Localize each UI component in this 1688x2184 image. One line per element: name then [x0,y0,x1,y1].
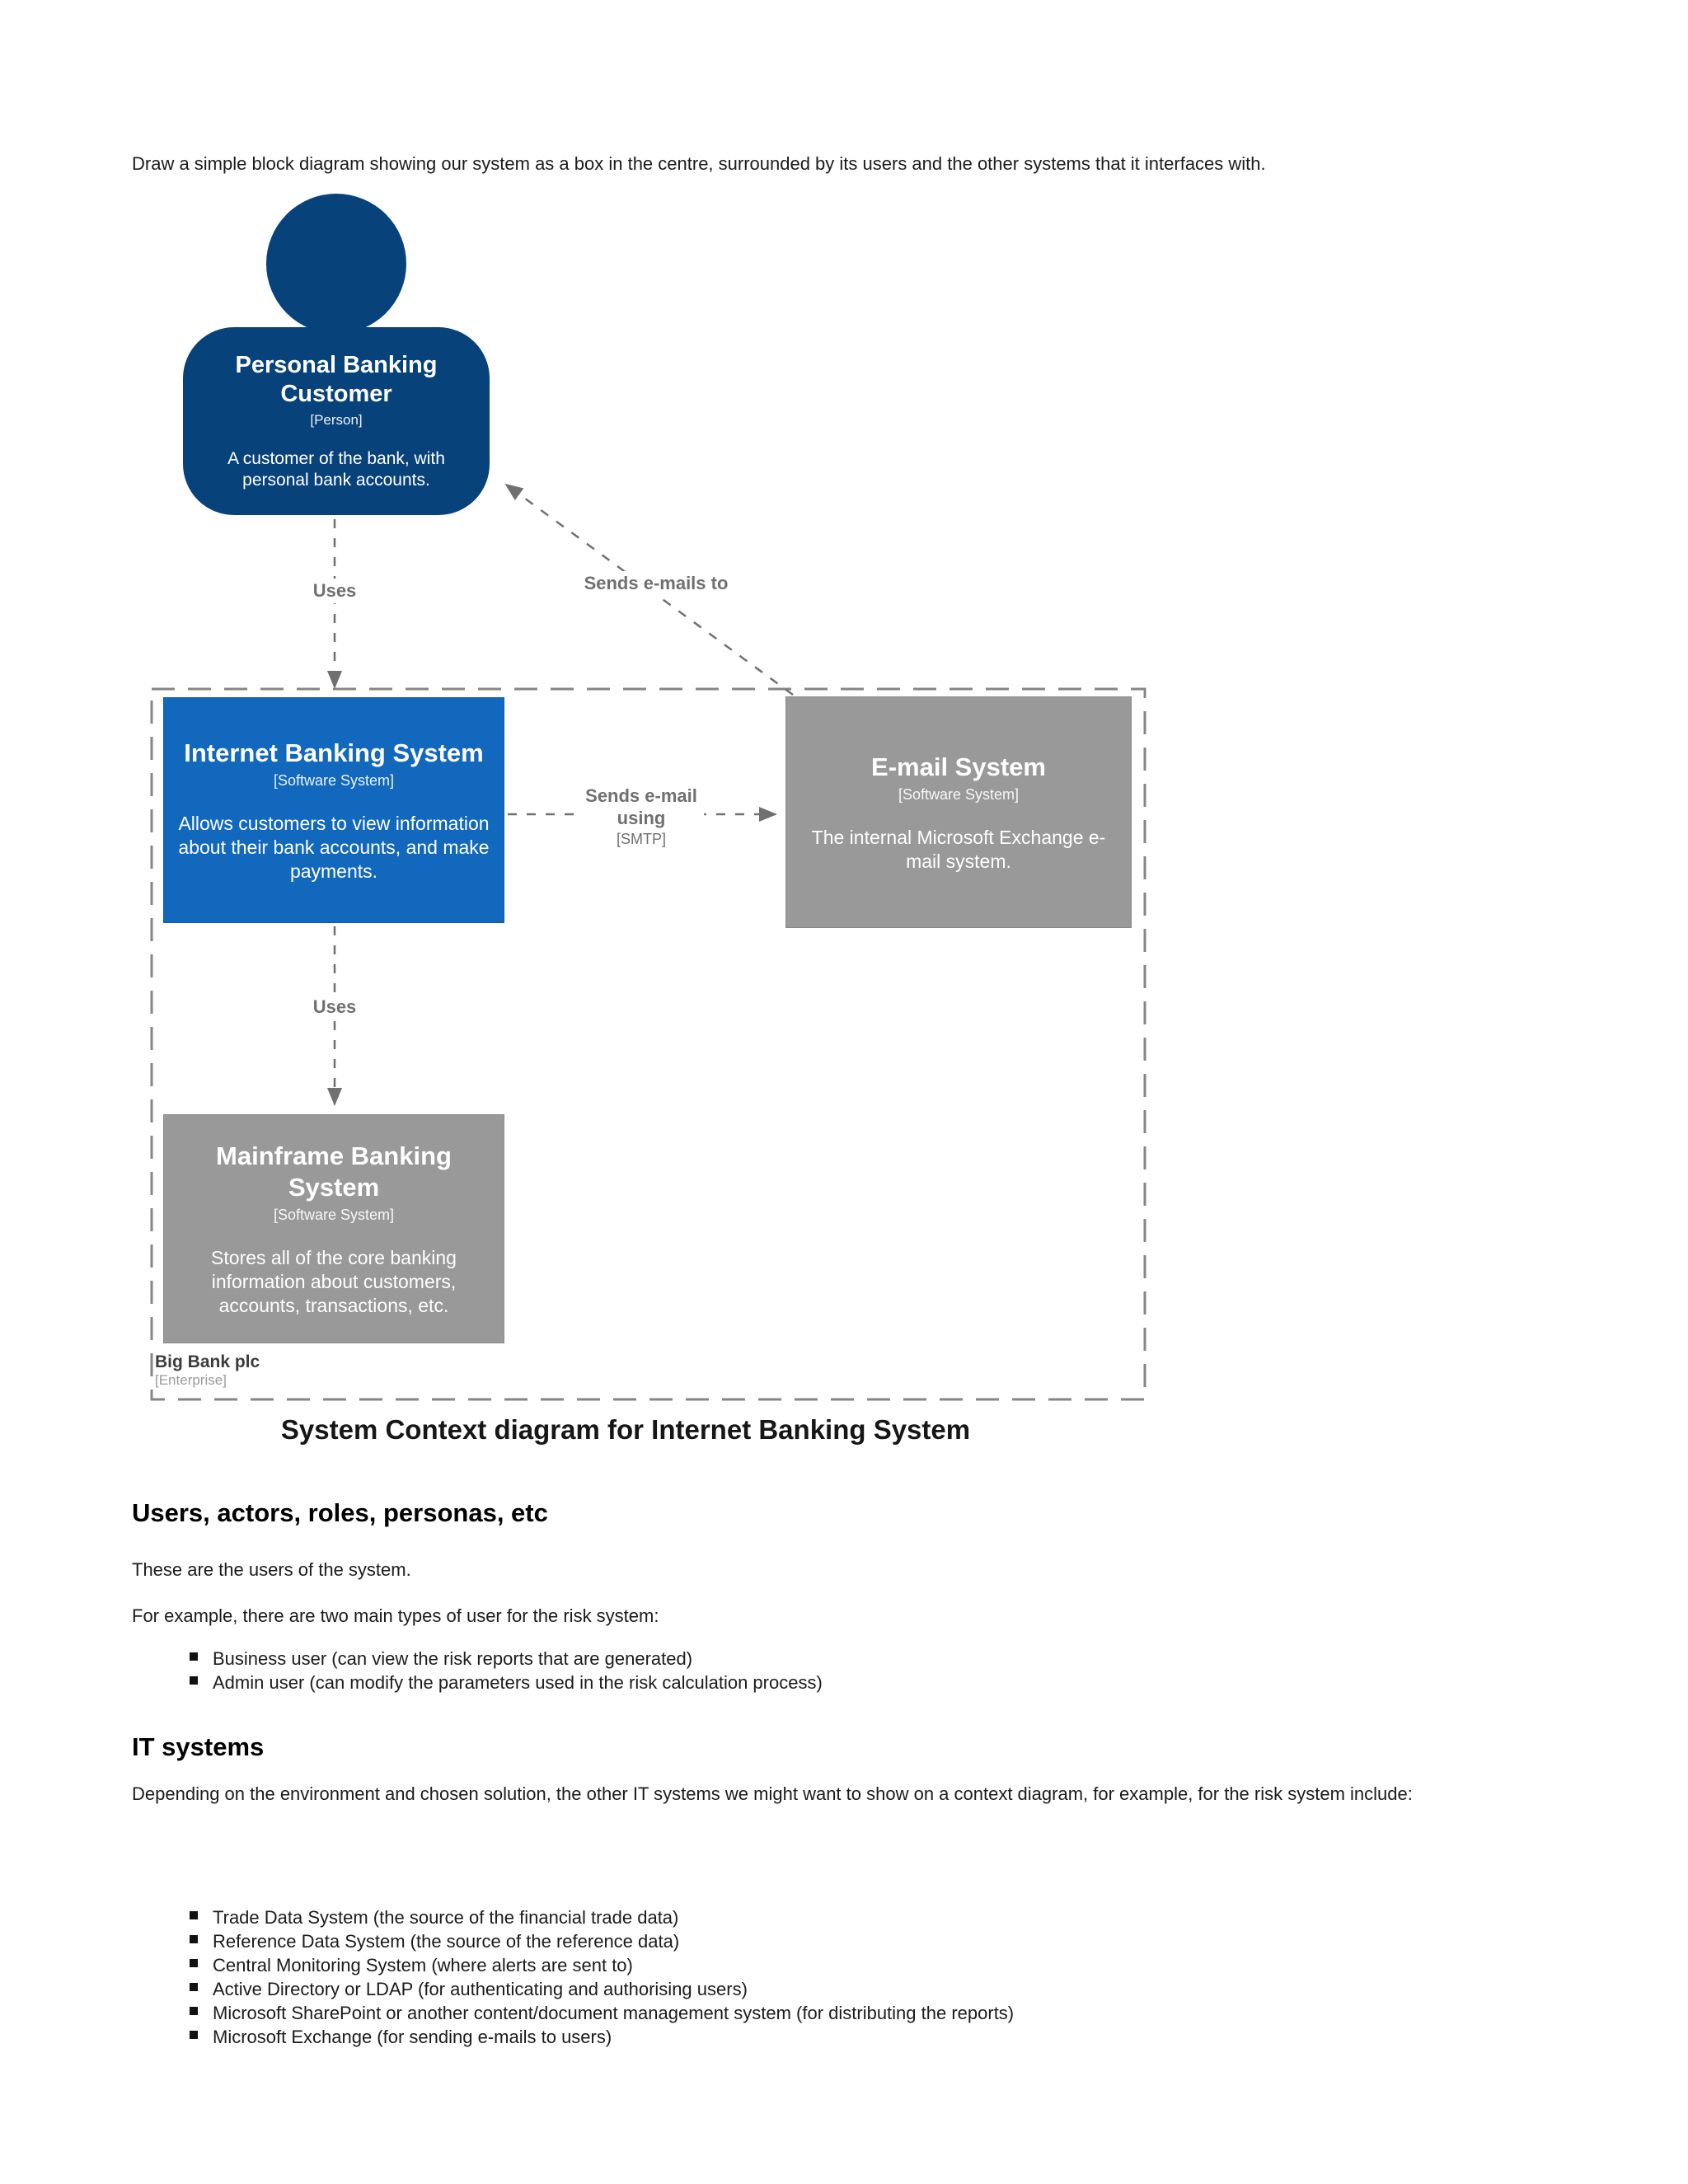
system-meta: [Software System] [898,785,1020,803]
relationship-label-uses-top: Uses [306,579,363,603]
users-paragraph-1: These are the users of the system. [132,1559,411,1580]
enterprise-meta: [Enterprise] [155,1372,227,1388]
enterprise-boundary-label: Big Bank plc [Enterprise] [155,1352,260,1389]
it-bullet-list: Trade Data System (the source of the fin… [190,1905,1591,2049]
enterprise-boundary [150,687,1146,1401]
enterprise-name: Big Bank plc [155,1352,260,1371]
relationship-label-protocol: [SMTP] [616,831,666,847]
relationship-label-uses-bottom: Uses [306,995,363,1019]
system-meta: [Software System] [273,1206,395,1223]
system-name: Mainframe Banking System [216,1141,452,1202]
person-personal-banking-customer: Personal Banking Customer [Person] A cus… [183,327,490,515]
system-name: Internet Banking System [184,738,484,767]
list-item: Central Monitoring System (where alerts … [190,1953,1591,1977]
intro-paragraph: Draw a simple block diagram showing our … [132,153,1266,174]
relationship-label-sends-email-using: Sends e-mail using [SMTP] [579,783,704,851]
system-description: The internal Microsoft Exchange e-mail s… [811,826,1106,872]
relationship-label-sends-emails-to: Sends e-mails to [577,571,735,596]
system-description: Allows customers to view information abo… [178,812,490,882]
system-context-diagram: Personal Banking Customer [Person] A cus… [150,194,1146,1445]
users-bullet-list: Business user (can view the risk reports… [190,1647,1508,1694]
heading-it-systems: IT systems [132,1732,265,1761]
list-item: Microsoft SharePoint or another content/… [190,2001,1591,2025]
it-paragraph-1: Depending on the environment and chosen … [132,1783,1413,1804]
list-item: Business user (can view the risk reports… [190,1647,1508,1671]
list-item: Admin user (can modify the parameters us… [190,1671,1508,1694]
system-name: E-mail System [871,752,1046,781]
relationship-label-line1: Sends e-mail [585,785,697,806]
list-item: Trade Data System (the source of the fin… [190,1905,1591,1929]
list-item: Microsoft Exchange (for sending e-mails … [190,2025,1591,2049]
person-head-icon [266,194,406,334]
users-paragraph-2: For example, there are two main types of… [132,1605,659,1626]
list-item: Active Directory or LDAP (for authentica… [190,1977,1591,2001]
system-meta: [Software System] [273,771,395,789]
system-description: Stores all of the core banking informati… [211,1246,457,1316]
relationship-label-line2: using [617,808,666,828]
system-email: E-mail System [Software System] The inte… [785,696,1132,928]
system-internet-banking: Internet Banking System [Software System… [163,697,504,923]
heading-users: Users, actors, roles, personas, etc [132,1498,548,1527]
diagram-caption: System Context diagram for Internet Bank… [280,1414,971,1445]
person-name: Personal Banking Customer [235,352,438,407]
person-meta: [Person] [310,412,363,428]
person-description: A customer of the bank, with personal ba… [227,449,445,490]
list-item: Reference Data System (the source of the… [190,1929,1591,1953]
system-mainframe: Mainframe Banking System [Software Syste… [163,1114,504,1343]
